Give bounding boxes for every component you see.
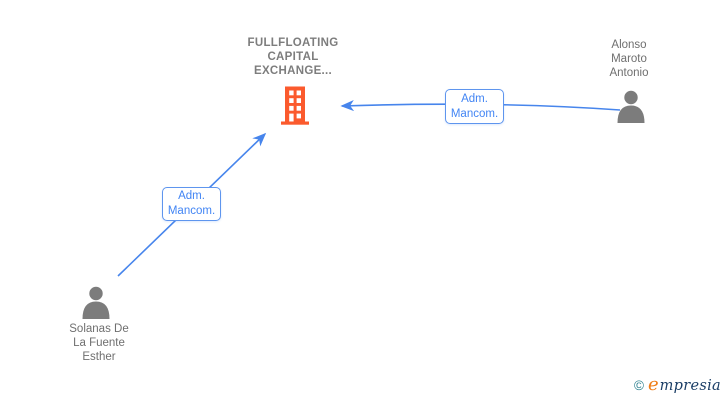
company-name-line: EXCHANGE... <box>253 65 333 77</box>
company-name-line: FULLFLOATING <box>247 37 339 49</box>
person-icon[interactable] <box>80 286 112 319</box>
copyright-icon: © <box>634 378 644 393</box>
person-name-line: La Fuente <box>73 337 125 349</box>
edge-label-line: Adm. <box>461 92 488 105</box>
edge-label-line: Mancom. <box>450 107 499 120</box>
person-name-line: Alonso <box>611 39 647 51</box>
person-name-line: Solanas De <box>69 323 129 335</box>
company-name[interactable]: FULLFLOATING CAPITAL EXCHANGE... <box>207 36 379 78</box>
company-name-line: CAPITAL <box>267 51 319 63</box>
edge-label-adm-mancom-top: Adm. Mancom. <box>445 89 504 124</box>
person-icon[interactable] <box>615 90 647 123</box>
edge-label-line: Mancom. <box>167 205 216 217</box>
building-icon[interactable] <box>280 86 310 125</box>
person-name-line: Antonio <box>609 67 649 79</box>
logo-brand-text: mpresia <box>659 378 721 394</box>
person-name-solanas-de-la-fuente-esther[interactable]: Solanas De La Fuente Esther <box>45 322 153 364</box>
logo-brand-initial: e <box>647 374 659 395</box>
edge-label-line: Adm. <box>178 190 205 202</box>
person-name-line: Maroto <box>611 53 647 65</box>
person-name-line: Esther <box>82 351 116 363</box>
edge-label-adm-mancom-left: Adm. Mancom. <box>162 187 221 221</box>
empresia-logo[interactable]: © e mpresia <box>634 374 721 396</box>
person-name-alonso-maroto-antonio[interactable]: Alonso Maroto Antonio <box>587 38 671 80</box>
